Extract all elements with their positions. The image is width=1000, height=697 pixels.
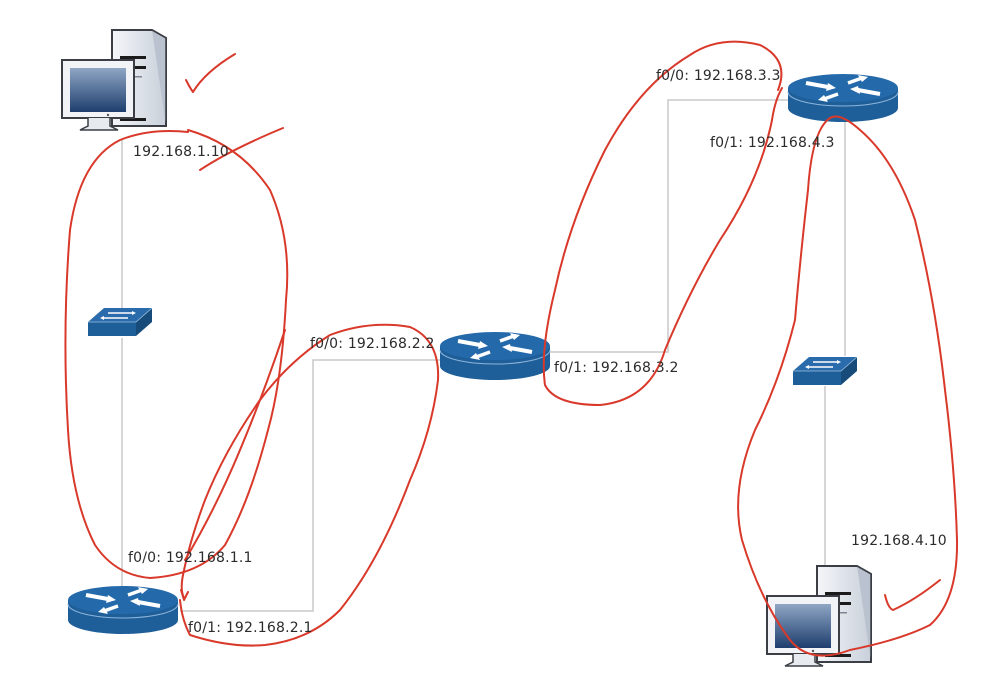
r3-f0-0-label: f0/0: 192.168.3.3 — [656, 68, 781, 84]
pc1-ip-label: 192.168.1.10 — [133, 144, 229, 160]
annotations — [64, 40, 959, 657]
checkmark-pc1-annotation — [185, 53, 236, 93]
loop-segment-2b-annotation — [179, 323, 440, 647]
router-r2-icon[interactable] — [438, 330, 552, 382]
network-links — [121, 99, 846, 612]
loop-segment-2c-annotation — [184, 329, 286, 561]
pc2-ip-label: 192.168.4.10 — [851, 533, 947, 549]
switch-sw1-icon[interactable] — [87, 307, 153, 337]
loop-segment-3-annotation — [542, 40, 783, 406]
loop-segment-1-annotation — [64, 129, 289, 579]
link-r1-r2 — [180, 359, 442, 612]
workstation-pc2-icon[interactable] — [766, 565, 872, 667]
checkmark-pc2-annotation — [884, 579, 941, 611]
loop-segment-4-annotation — [737, 115, 959, 657]
router-r3-icon[interactable] — [786, 72, 900, 124]
workstation-pc1-icon[interactable] — [61, 29, 167, 131]
link-r2-r3 — [545, 99, 790, 353]
r2-f0-0-label: f0/0: 192.168.2.2 — [310, 336, 435, 352]
r2-f0-1-label: f0/1: 192.168.3.2 — [554, 360, 679, 376]
router-r1-icon[interactable] — [66, 584, 180, 636]
switch-sw2-icon[interactable] — [792, 356, 858, 386]
r3-f0-1-label: f0/1: 192.168.4.3 — [710, 135, 835, 151]
loop-segment-2-annotation — [199, 127, 284, 171]
r1-f0-1-label: f0/1: 192.168.2.1 — [188, 620, 313, 636]
r1-f0-0-label: f0/0: 192.168.1.1 — [128, 550, 253, 566]
